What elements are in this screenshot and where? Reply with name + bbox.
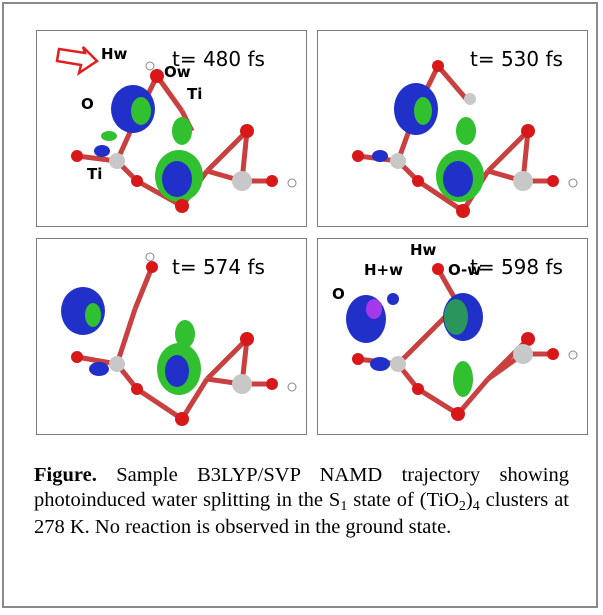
caption-subscript: 4: [472, 499, 480, 514]
atom-label-o: O: [332, 285, 345, 303]
atom-label-hw: Hw: [101, 45, 128, 63]
atom-label-ti-top: Ti: [187, 85, 203, 103]
panel-t574: t= 574 fs: [36, 238, 307, 435]
caption-label: Figure.: [34, 464, 97, 486]
arrow-icon: [55, 46, 99, 76]
time-label: t= 574 fs: [172, 255, 265, 279]
time-label: t= 530 fs: [470, 47, 563, 71]
caption-text: ): [465, 489, 473, 511]
time-label: t= 598 fs: [470, 255, 563, 279]
panel-t480: t= 480 fs Hw Ow Ti O Ti: [36, 30, 307, 227]
atom-label-o: O: [81, 95, 94, 113]
panel-t530: t= 530 fs: [317, 30, 588, 227]
figure-caption: Figure. Sample B3LYP/SVP NAMD trajectory…: [34, 463, 569, 540]
atom-label-hw: Hw: [410, 241, 437, 259]
molecule-render-574: [61, 252, 297, 426]
atom-label-omw: O-w: [448, 261, 482, 279]
panel-t598: t= 598 fs Hw H+w O-w O: [317, 238, 588, 435]
caption-text: Sample B3LYP/SVP NAMD trajectory showing…: [34, 464, 569, 511]
molecule-render-480: [55, 46, 297, 213]
atom-label-ti-left: Ti: [87, 165, 103, 183]
caption-subscript: 1: [340, 499, 348, 514]
time-label: t= 480 fs: [172, 47, 265, 71]
caption-text: state of (TiO: [347, 489, 459, 511]
caption-text: clusters at 278 K. No reaction is observ…: [34, 489, 569, 538]
caption-subscript: 2: [458, 499, 466, 514]
molecule-render-598: [346, 263, 578, 421]
atom-label-hpw: H+w: [364, 261, 403, 279]
molecule-render-530: [352, 60, 578, 218]
atom-label-ow: Ow: [164, 63, 191, 81]
